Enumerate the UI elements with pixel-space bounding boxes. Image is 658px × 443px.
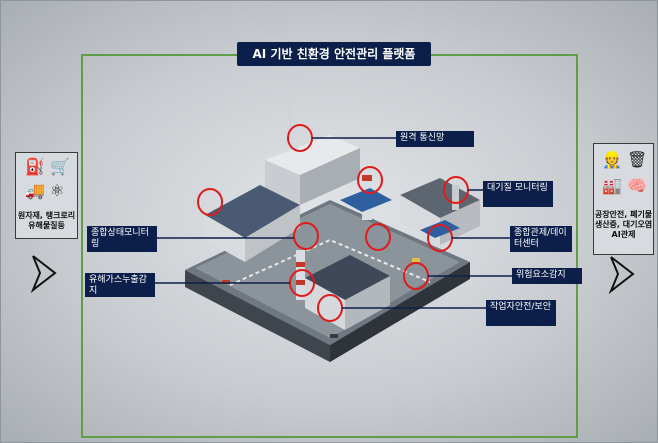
callout-worker-safety: 작업자안전/보안 bbox=[486, 300, 556, 326]
fuel-pump-icon: ⛽ bbox=[25, 157, 45, 176]
callout-remote-network: 원격 통신망 bbox=[396, 131, 474, 147]
callout-integrated-control: 종합관제/데이터센터 bbox=[510, 226, 572, 252]
atom-icon: ⚛ bbox=[50, 181, 65, 200]
worker-icon: 👷 bbox=[602, 150, 622, 169]
arrow-right-icon bbox=[30, 255, 57, 293]
truck-icon: 🚚 bbox=[25, 181, 45, 200]
arrow-right-icon-2 bbox=[608, 256, 635, 294]
callout-air-quality: 대기질 모니터링 bbox=[483, 181, 553, 207]
callout-risk-detection: 위험요소감지 bbox=[512, 268, 582, 284]
right-panel-label: 공장안전, 폐기물 생산증, 대기오염 AI관제 bbox=[594, 210, 653, 239]
cart-icon: 🛒 bbox=[50, 157, 70, 176]
right-output-panel: 👷 🗑 🏭 🧠 공장안전, 폐기물 생산증, 대기오염 AI관제 bbox=[593, 143, 654, 255]
trash-icon: 🗑 bbox=[627, 150, 648, 169]
left-input-panel: ⛽ 🛒 🚚 ⚛ 원자재, 탱크로리 유해물질등 bbox=[15, 152, 78, 239]
brain-icon: 🧠 bbox=[627, 176, 647, 195]
page-title: AI 기반 친환경 안전관리 플랫폼 bbox=[237, 42, 431, 66]
callout-gas-leak: 유해가스누출감지 bbox=[85, 273, 155, 297]
factory-icon: 🏭 bbox=[602, 176, 622, 195]
left-panel-label: 원자재, 탱크로리 유해물질등 bbox=[17, 211, 76, 230]
callout-integrated-monitoring: 종합상태모니터링 bbox=[87, 226, 157, 252]
